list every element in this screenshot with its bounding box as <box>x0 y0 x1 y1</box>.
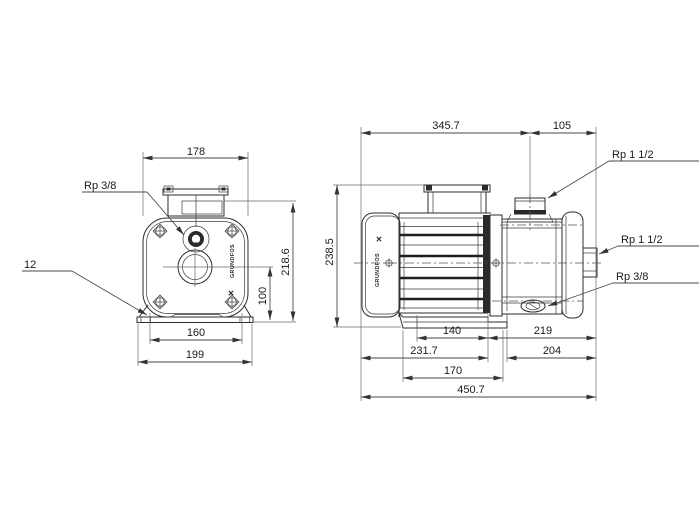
brand-text-side: GRUNDFOS <box>375 253 381 287</box>
front-corner-screws <box>152 223 240 310</box>
dim-218-6-label: 218.6 <box>280 248 292 276</box>
side-dim-total: 450.7 <box>361 384 596 400</box>
side-dim-top: 345.7 105 <box>361 120 596 136</box>
side-motor-body <box>398 212 491 317</box>
dim-345-7-label: 345.7 <box>432 120 460 132</box>
label-rp38-front: Rp 3/8 <box>84 180 116 192</box>
front-dim-foot-holes: 160 <box>149 313 243 344</box>
side-dim-row1: 140 219 <box>417 325 596 341</box>
side-end-cap <box>561 211 598 319</box>
side-centerlines <box>354 194 604 302</box>
dim-170-label: 170 <box>444 365 462 377</box>
side-terminal-box <box>423 184 491 214</box>
front-dim-height: 218.6 <box>224 200 296 323</box>
side-motor-end-cap <box>361 212 401 318</box>
dim-140-label: 140 <box>443 325 461 337</box>
front-top-plug <box>182 225 210 253</box>
side-view: ✕ GRUNDFOS <box>324 120 699 401</box>
side-dim-height: 238.5 <box>324 185 340 327</box>
dim-231-7-label: 231.7 <box>410 345 438 357</box>
front-dim-base-width: 199 <box>137 324 253 366</box>
front-dim-port-height: 100 <box>257 267 273 320</box>
side-drain-plug <box>520 299 546 313</box>
label-rp112-end: Rp 1 1/2 <box>621 234 663 246</box>
dim-450-7-label: 450.7 <box>457 384 485 396</box>
front-feet <box>136 304 254 323</box>
dim-219-label: 219 <box>534 325 552 337</box>
front-view: GRUNDFOS ✕ 178 Rp 3/8 <box>22 146 296 366</box>
grundfos-logo-icon-side: ✕ <box>376 235 383 244</box>
label-rp38-drain: Rp 3/8 <box>616 271 648 283</box>
dim-105-label: 105 <box>553 120 571 132</box>
side-dim-row2: 231.7 204 <box>361 345 596 361</box>
brand-text-front: GRUNDFOS <box>230 244 236 278</box>
side-dim-foot: 170 <box>403 365 503 381</box>
front-dim-width: 178 <box>142 146 249 216</box>
front-plug-label: Rp 3/8 <box>82 180 185 236</box>
dim-12-label: 12 <box>24 259 36 271</box>
label-rp112-top: Rp 1 1/2 <box>612 149 654 161</box>
dim-100-label: 100 <box>257 287 269 305</box>
dim-160-label: 160 <box>187 327 205 339</box>
front-terminal-box <box>162 185 229 227</box>
side-port-labels: Rp 1 1/2 Rp 1 1/2 Rp 3/8 <box>547 149 699 307</box>
dim-204-label: 204 <box>543 345 561 357</box>
dim-178-label: 178 <box>187 146 205 158</box>
dim-238-5-label: 238.5 <box>324 238 336 266</box>
front-center-port <box>163 248 273 287</box>
front-dim-foot-thickness: 12 <box>22 259 148 316</box>
grundfos-logo-icon-front: ✕ <box>228 289 235 298</box>
side-extension-lines <box>333 127 597 401</box>
dim-199-label: 199 <box>186 349 204 361</box>
